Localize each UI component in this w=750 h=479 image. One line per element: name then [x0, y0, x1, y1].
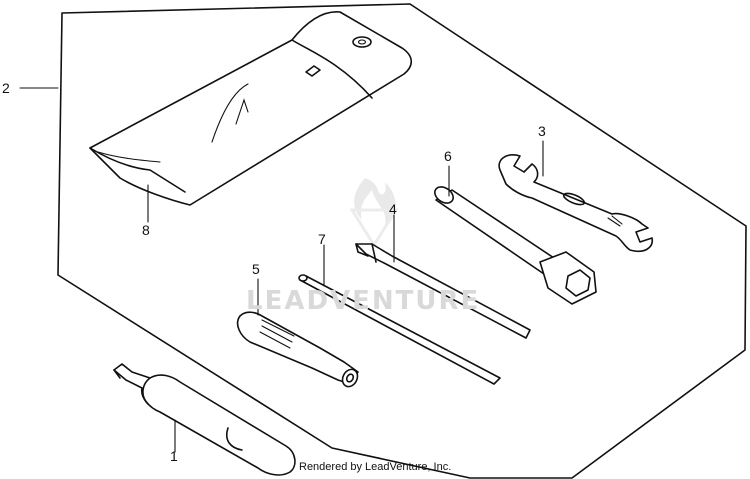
- callout-5: 5: [252, 261, 260, 277]
- callout-8: 8: [142, 222, 150, 238]
- open-end-wrench: [498, 140, 654, 253]
- callout-6: 6: [444, 148, 452, 164]
- flame-logo-watermark: [349, 178, 399, 248]
- snap-button-icon: [352, 36, 372, 48]
- tool-bag: [89, 11, 413, 223]
- callout-3: 3: [538, 123, 546, 139]
- extension-rod: [298, 244, 501, 385]
- snap-stud-icon: [305, 65, 321, 77]
- screwdriver-bit: [355, 214, 531, 339]
- screwdriver-handle: [236, 278, 359, 388]
- callout-1: 1: [170, 448, 178, 464]
- render-credit: Rendered by LeadVenture, Inc.: [299, 461, 452, 473]
- watermark-text: LEADVENTURE: [246, 286, 481, 316]
- callout-4: 4: [389, 201, 397, 217]
- callout-2: 2: [2, 80, 10, 96]
- box-wrench: [434, 165, 597, 305]
- kit-boundary: [57, 3, 747, 479]
- tool-handle: [113, 363, 296, 476]
- callout-7: 7: [318, 231, 326, 247]
